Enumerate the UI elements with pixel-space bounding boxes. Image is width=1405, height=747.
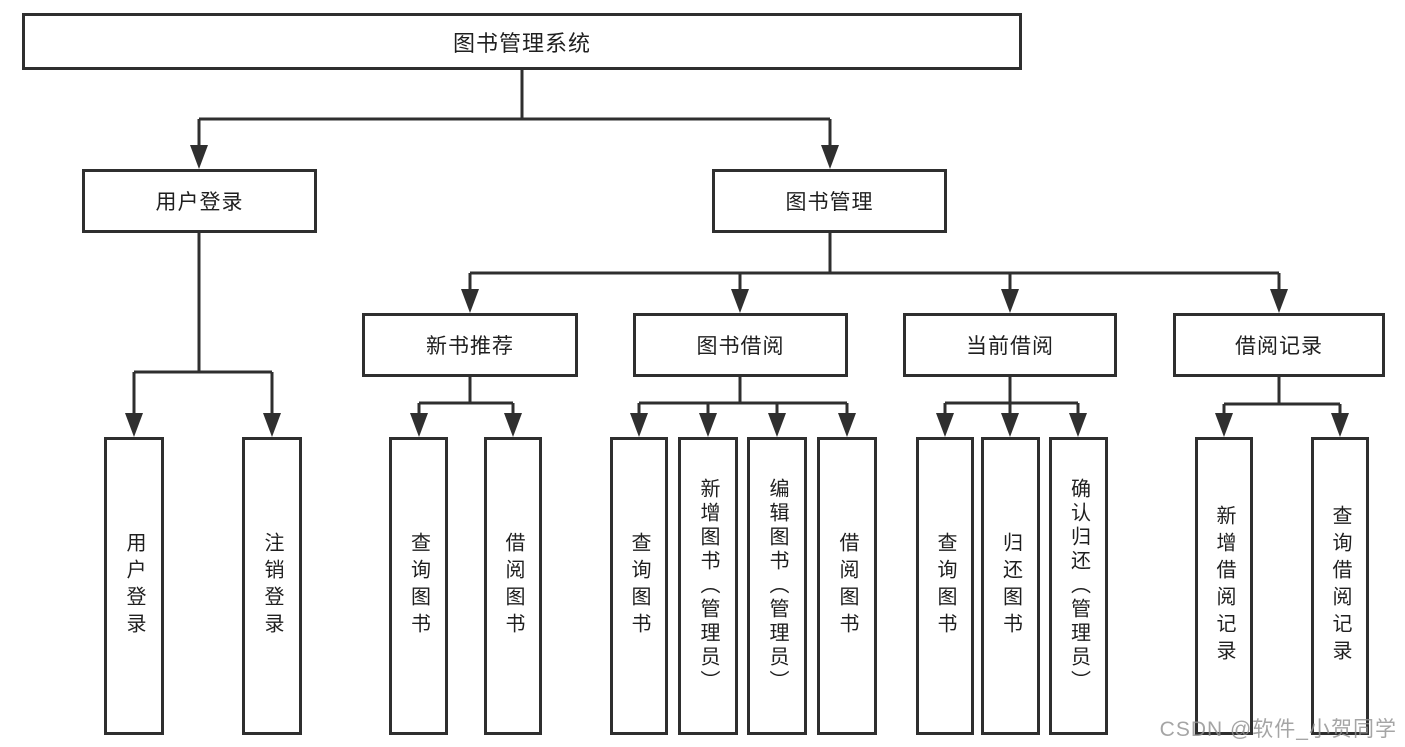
leaf-label: 查询图书 (407, 532, 430, 640)
arrowhead (1001, 289, 1019, 313)
node-book-management: 图书管理 (712, 169, 947, 233)
leaf-logout: 注销登录 (242, 437, 302, 735)
node-label: 新书推荐 (426, 335, 514, 358)
leaf-label: 查询图书 (628, 532, 650, 640)
arrowhead (821, 145, 839, 169)
arrowhead (838, 413, 856, 437)
arrowhead (461, 289, 479, 313)
arrowhead (1001, 413, 1019, 437)
connector-paths (132, 70, 1342, 415)
leaf-label: 注销登录 (261, 532, 283, 640)
arrowheads (125, 145, 1349, 437)
arrowhead (630, 413, 648, 437)
leaf-record-query: 查询借阅记录 (1311, 437, 1369, 735)
arrowhead (410, 413, 428, 437)
leaf-label: 归还图书 (999, 532, 1022, 640)
arrowhead (1331, 413, 1349, 437)
node-book-borrow: 图书借阅 (633, 313, 848, 377)
leaf-label: 确认归还（管理员） (1067, 478, 1090, 694)
node-label: 用户登录 (155, 191, 244, 214)
leaf-record-add: 新增借阅记录 (1195, 437, 1253, 735)
leaf-label: 查询借阅记录 (1329, 505, 1351, 667)
arrowhead (731, 289, 749, 313)
leaf-label: 借阅图书 (836, 532, 858, 640)
leaf-recommend-borrow-book: 借阅图书 (484, 437, 542, 735)
arrowhead (1270, 289, 1288, 313)
arrowhead (699, 413, 717, 437)
node-library-management-system: 图书管理系统 (22, 13, 1022, 70)
node-borrow-record: 借阅记录 (1173, 313, 1385, 377)
leaf-borrow-query-book: 查询图书 (610, 437, 668, 735)
leaf-label: 用户登录 (123, 532, 145, 640)
node-new-book-recommend: 新书推荐 (362, 313, 578, 377)
node-label: 借阅记录 (1235, 335, 1323, 358)
leaf-current-query-book: 查询图书 (916, 437, 974, 735)
arrowhead (1069, 413, 1087, 437)
leaf-label: 借阅图书 (502, 532, 524, 640)
leaf-borrow-edit-book: 编辑图书（管理员） (747, 437, 807, 735)
node-label: 图书管理 (785, 191, 874, 214)
leaf-current-confirm-return: 确认归还（管理员） (1049, 437, 1108, 735)
node-user-login: 用户登录 (82, 169, 317, 233)
leaf-current-return-book: 归还图书 (981, 437, 1040, 735)
arrowhead (125, 413, 143, 437)
node-label: 当前借阅 (966, 335, 1054, 358)
leaf-label: 新增借阅记录 (1213, 505, 1235, 667)
arrowhead (190, 145, 208, 169)
arrowhead (1215, 413, 1233, 437)
node-current-borrow: 当前借阅 (903, 313, 1117, 377)
leaf-label: 新增图书（管理员） (697, 478, 719, 694)
node-label: 图书管理系统 (452, 30, 591, 56)
leaf-label: 查询图书 (934, 532, 956, 640)
arrowhead (504, 413, 522, 437)
arrowhead (263, 413, 281, 437)
leaf-user-login: 用户登录 (104, 437, 164, 735)
arrowhead (768, 413, 786, 437)
leaf-borrow-borrow-book: 借阅图书 (817, 437, 877, 735)
node-label: 图书借阅 (696, 335, 785, 358)
leaf-recommend-query-book: 查询图书 (389, 437, 448, 735)
leaf-label: 编辑图书（管理员） (766, 478, 788, 694)
leaf-borrow-add-book: 新增图书（管理员） (678, 437, 738, 735)
arrowhead (936, 413, 954, 437)
